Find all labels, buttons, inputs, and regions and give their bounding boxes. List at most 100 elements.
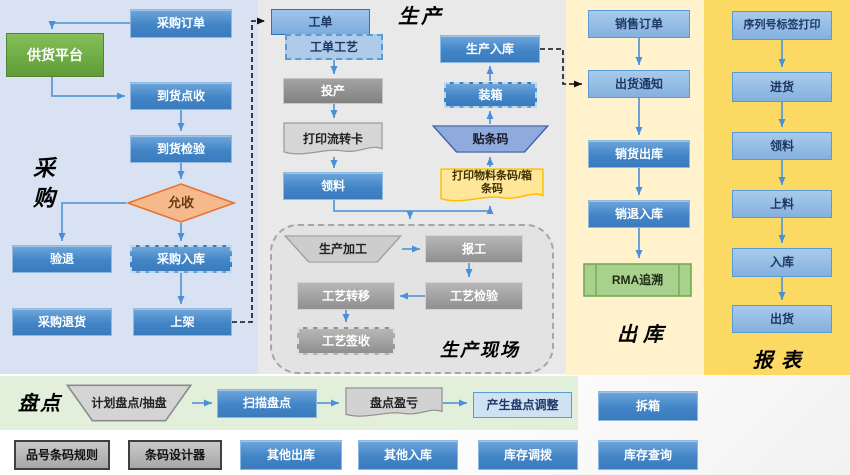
trapezoid-shape xyxy=(432,125,549,153)
trapezoid-shape xyxy=(66,384,192,422)
node-serial-label-print-label: 序列号标签打印 xyxy=(743,18,821,31)
node-reject-return: 验退 xyxy=(12,245,112,273)
node-sales-return-inbound-label: 销退入库 xyxy=(614,206,663,221)
node-other-outbound-label: 其他出库 xyxy=(266,447,315,462)
node-material-requisition: 领料 xyxy=(283,172,383,200)
node-scan-count: 扫描盘点 xyxy=(217,389,317,418)
outbound-panel xyxy=(566,0,704,375)
node-item-barcode-rule-label: 品号条码规则 xyxy=(25,447,98,462)
node-rma-trace-label: RMA追溯 xyxy=(611,272,664,287)
node-shelving: 上架 xyxy=(133,308,232,336)
node-arrival-inspection: 到货检验 xyxy=(130,135,232,163)
node-item-barcode-rule: 品号条码规则 xyxy=(14,440,110,470)
node-supply-platform: 供货平台 xyxy=(6,33,104,77)
node-process-signoff-label: 工艺签收 xyxy=(321,333,370,348)
node-work-report: 报工 xyxy=(425,235,523,263)
node-supply-platform-label: 供货平台 xyxy=(27,46,83,63)
node-sales-order-label: 销售订单 xyxy=(614,16,663,31)
node-purchase-order-label: 采购订单 xyxy=(156,16,205,31)
diamond-shape xyxy=(126,183,236,223)
node-print-route-card-label: 打印流转卡 xyxy=(302,132,363,147)
node-generate-adjustment-label: 产生盘点调整 xyxy=(486,397,559,412)
node-print-material-barcode-label: 打印物料条码/箱条码 xyxy=(451,169,533,195)
document-shape xyxy=(440,168,544,202)
document-shape xyxy=(283,122,383,155)
node-planned-count: 计划盘点/抽盘 xyxy=(66,384,192,422)
node-accept-decision: 允收 xyxy=(126,183,236,223)
node-arrival-receipt: 到货点收 xyxy=(130,82,232,110)
node-print-material-barcode: 打印物料条码/箱条码 xyxy=(440,168,544,204)
node-process-inspection-label: 工艺检验 xyxy=(449,288,498,303)
node-count-variance: 盘点盈亏 xyxy=(345,387,443,419)
node-other-outbound: 其他出库 xyxy=(240,440,342,470)
node-purchase-inbound-label: 采购入库 xyxy=(156,251,205,266)
node-incoming-label: 进货 xyxy=(769,79,794,94)
node-other-inbound-label: 其他入库 xyxy=(383,447,432,462)
node-packing-label: 装箱 xyxy=(478,87,503,102)
node-shipment: 出货 xyxy=(732,305,832,333)
node-process-signoff: 工艺签收 xyxy=(297,327,395,355)
node-arrival-inspection-label: 到货检验 xyxy=(156,141,205,156)
node-barcode-designer: 条码设计器 xyxy=(128,440,222,470)
node-work-order-process-label: 工单工艺 xyxy=(309,39,358,54)
node-work-order: 工单 xyxy=(271,9,370,35)
node-incoming: 进货 xyxy=(732,72,832,102)
node-shelving-label: 上架 xyxy=(170,314,195,329)
node-shipping-notice-label: 出货通知 xyxy=(614,76,663,91)
trapezoid-shape xyxy=(284,235,402,263)
node-sales-outbound-label: 销货出库 xyxy=(614,146,663,161)
node-process-transfer-label: 工艺转移 xyxy=(321,288,370,303)
document-shape xyxy=(345,387,443,417)
node-arrival-receipt-label: 到货点收 xyxy=(156,88,205,103)
outbound-title: 出库 xyxy=(617,324,669,346)
stocktake-title: 盘点 xyxy=(18,393,62,415)
node-apply-barcode-label: 贴条码 xyxy=(472,131,509,146)
shopfloor-title: 生产现场 xyxy=(440,340,520,360)
node-count-variance-label: 盘点盈亏 xyxy=(369,395,418,410)
node-start-production-label: 投产 xyxy=(320,83,345,98)
node-stock-query-label: 库存查询 xyxy=(623,447,672,462)
node-production-processing-label: 生产加工 xyxy=(318,241,367,256)
node-purchase-order: 采购订单 xyxy=(130,9,232,38)
node-process-transfer: 工艺转移 xyxy=(297,282,395,310)
node-purchase-return-label: 采购退货 xyxy=(37,314,86,329)
node-production-processing: 生产加工 xyxy=(284,235,402,263)
node-sales-outbound: 销货出库 xyxy=(588,140,690,168)
node-sales-return-inbound: 销退入库 xyxy=(588,200,690,228)
node-stock-transfer-label: 库存调拨 xyxy=(503,447,552,462)
node-accept-decision-label: 允收 xyxy=(167,195,194,211)
node-work-order-process: 工单工艺 xyxy=(285,34,383,60)
node-report-material-requisition-label: 领料 xyxy=(769,138,794,153)
node-purchase-return: 采购退货 xyxy=(12,308,112,336)
node-unpack-box: 拆箱 xyxy=(598,391,698,421)
node-unpack-box-label: 拆箱 xyxy=(635,398,660,413)
reports-title: 报表 xyxy=(753,350,809,372)
node-shipping-notice: 出货通知 xyxy=(588,70,690,98)
node-stock-query: 库存查询 xyxy=(598,440,698,470)
node-loading-label: 上料 xyxy=(769,196,794,211)
node-apply-barcode: 贴条码 xyxy=(432,125,549,153)
node-print-route-card: 打印流转卡 xyxy=(283,122,383,157)
node-packing: 装箱 xyxy=(444,82,537,108)
node-start-production: 投产 xyxy=(283,78,383,104)
node-stock-transfer: 库存调拨 xyxy=(478,440,578,470)
node-work-order-label: 工单 xyxy=(308,14,333,29)
node-material-requisition-label: 领料 xyxy=(320,178,345,193)
node-work-report-label: 报工 xyxy=(461,241,486,256)
node-purchase-inbound: 采购入库 xyxy=(130,245,232,273)
node-shipment-label: 出货 xyxy=(769,311,794,326)
node-barcode-designer-label: 条码设计器 xyxy=(144,447,205,462)
node-inbound: 入库 xyxy=(732,248,832,277)
node-generate-adjustment: 产生盘点调整 xyxy=(473,392,572,418)
node-production-inbound-label: 生产入库 xyxy=(465,41,514,56)
node-scan-count-label: 扫描盘点 xyxy=(242,396,291,411)
node-serial-label-print: 序列号标签打印 xyxy=(732,11,832,40)
node-report-material-requisition: 领料 xyxy=(732,132,832,160)
node-rma-trace: RMA追溯 xyxy=(583,263,692,297)
predefined-process-shape xyxy=(583,263,692,297)
node-inbound-label: 入库 xyxy=(769,255,794,270)
node-process-inspection: 工艺检验 xyxy=(425,282,523,310)
production-title: 生产 xyxy=(398,6,444,28)
